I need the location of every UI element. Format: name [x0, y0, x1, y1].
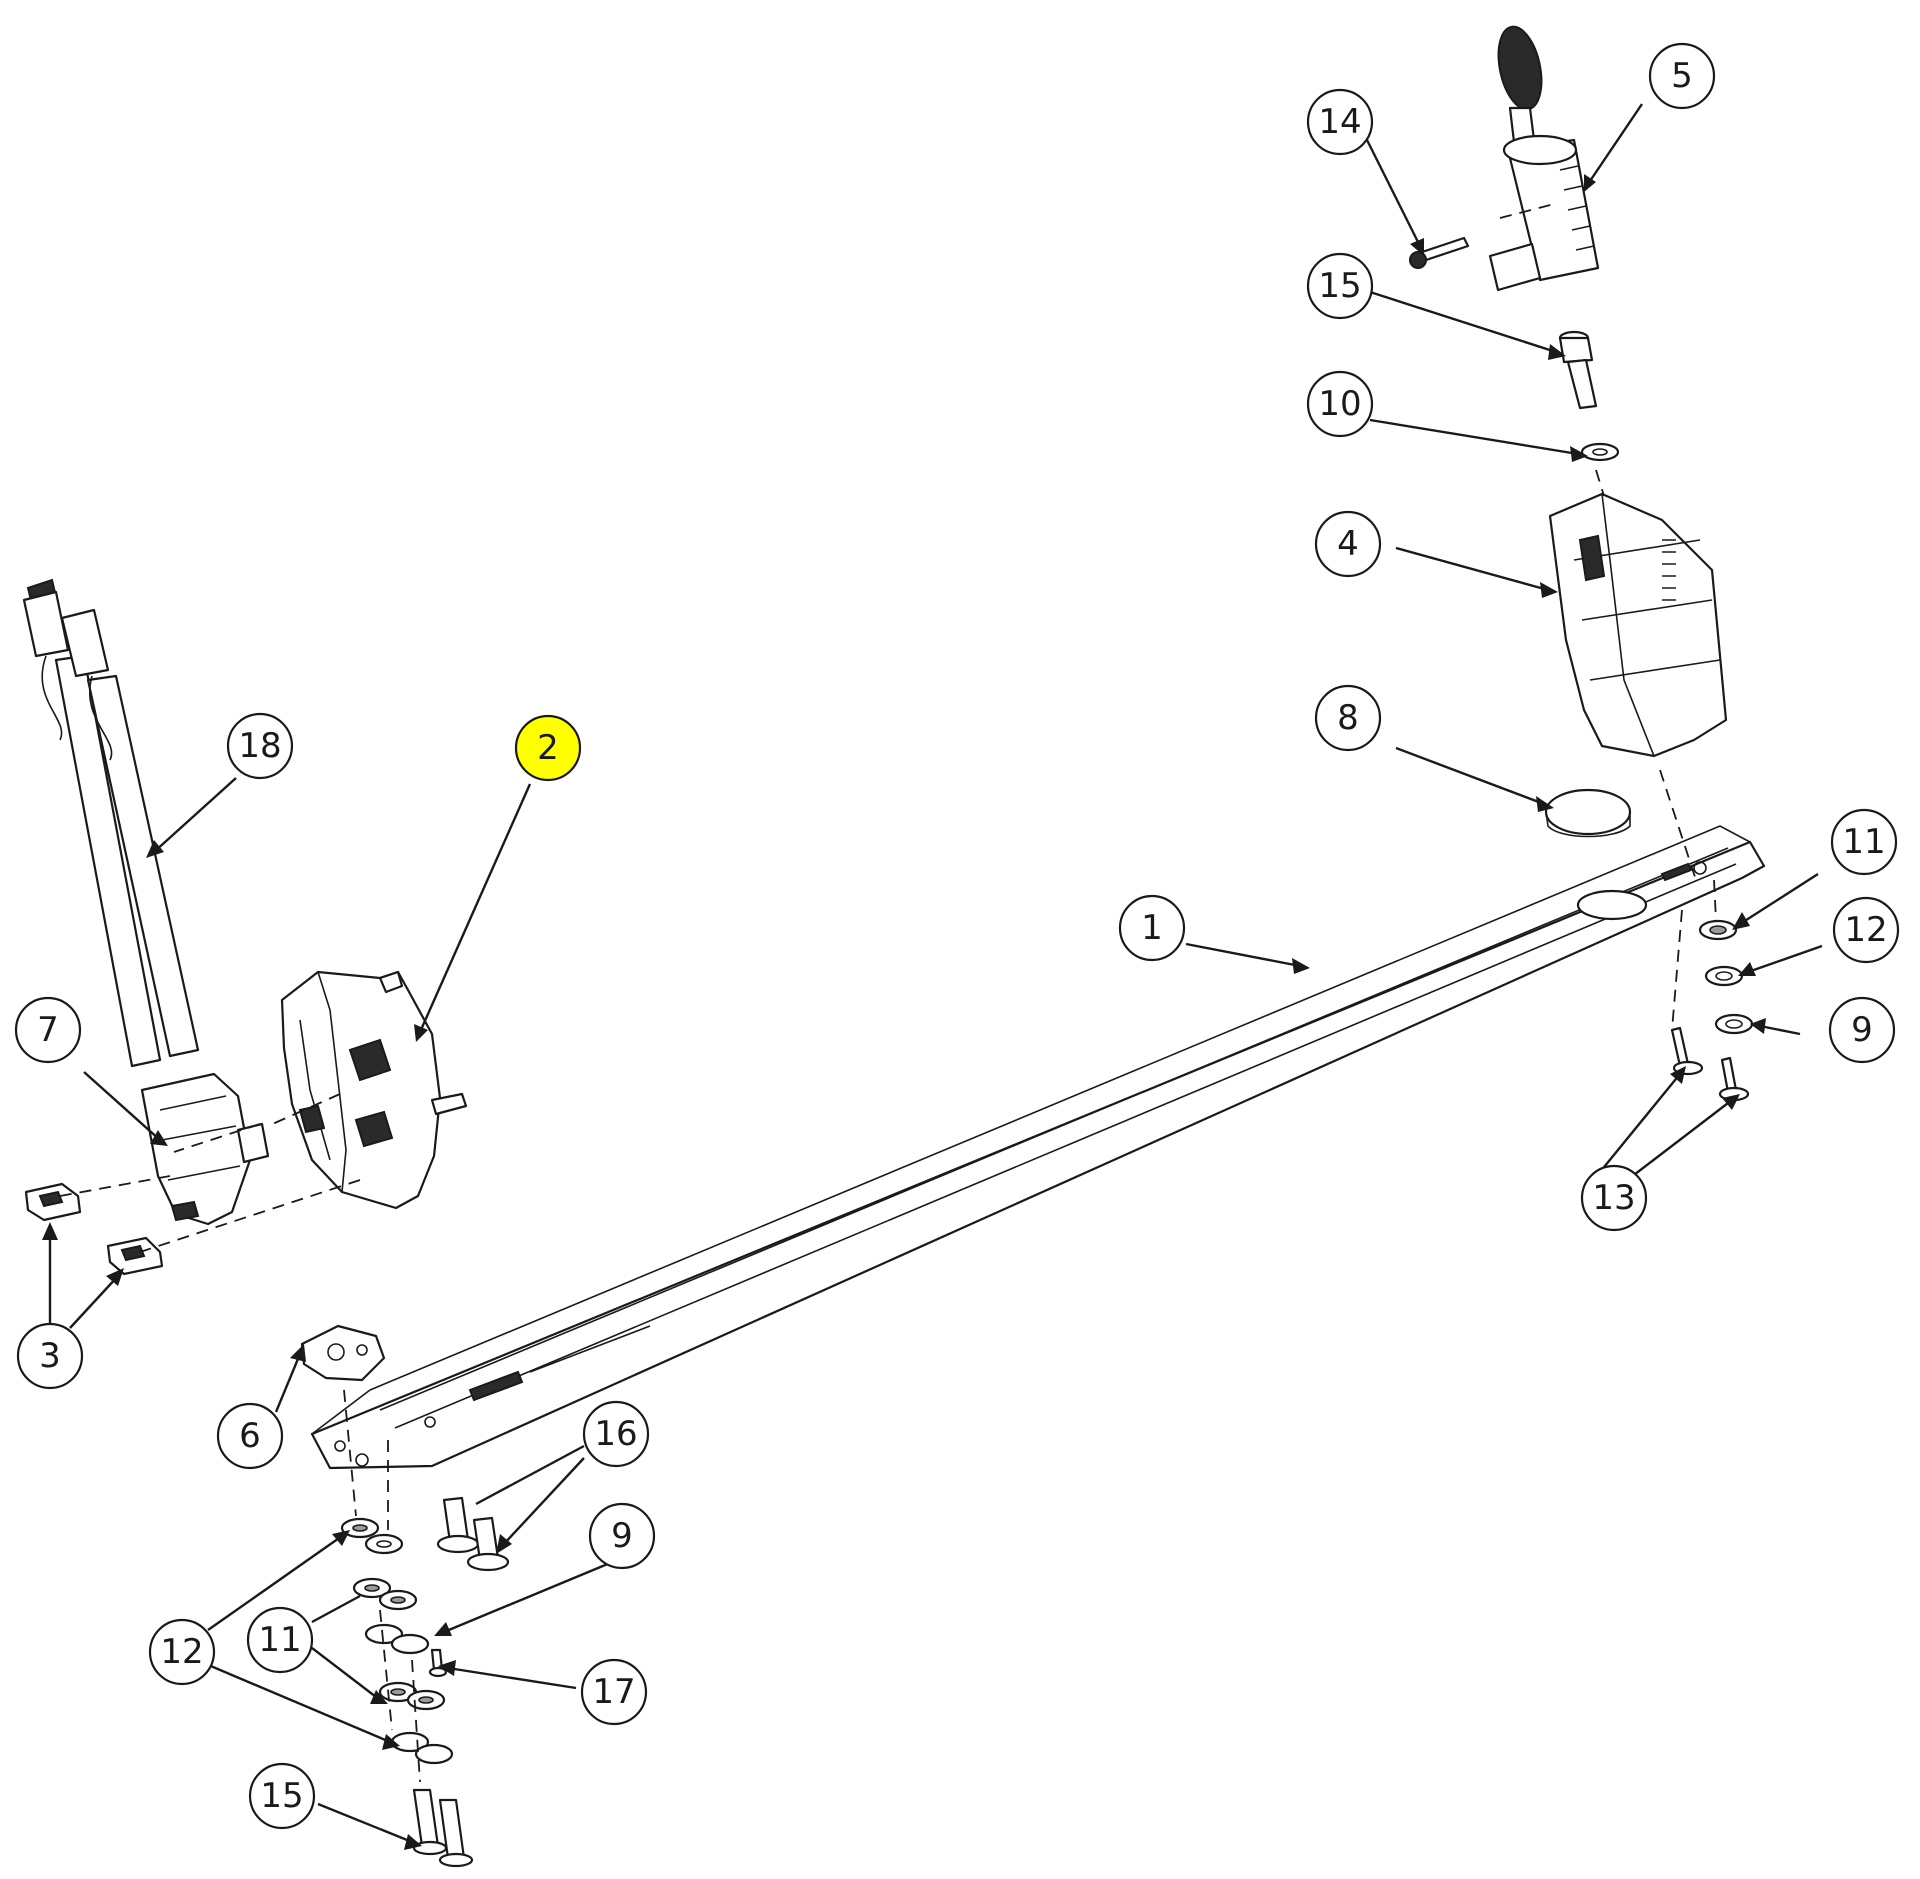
- callout-14: 14: [1306, 88, 1374, 156]
- svg-text:14: 14: [1318, 102, 1361, 142]
- callout-15-top: 15: [1306, 252, 1374, 320]
- svg-text:1: 1: [1141, 908, 1163, 948]
- part-15-bolt-top: [1558, 330, 1598, 410]
- part-2-housing: [280, 970, 468, 1210]
- part-11-washers-bottom: [352, 1577, 446, 1711]
- part-7-connector: [140, 1072, 270, 1226]
- callout-12-right: 12: [1832, 896, 1900, 964]
- callout-9-bottom: 9: [588, 1502, 656, 1570]
- svg-text:9: 9: [1851, 1010, 1873, 1050]
- leader-lines: [42, 103, 1823, 1850]
- callout-2: 2: [514, 714, 582, 782]
- svg-text:17: 17: [592, 1672, 635, 1712]
- svg-text:9: 9: [611, 1516, 633, 1556]
- svg-text:5: 5: [1671, 56, 1693, 96]
- part-18-cable-harness: [22, 578, 200, 1068]
- part-15-bolts-bottom: [412, 1788, 474, 1868]
- callout-bubbles: 1 2 3 4 5 6 7 8: [14, 42, 1900, 1830]
- svg-text:3: 3: [39, 1336, 61, 1376]
- part-8-cap: [1544, 788, 1632, 838]
- part-12-washers-bottom: [340, 1517, 454, 1765]
- callout-1: 1: [1118, 894, 1186, 962]
- svg-text:4: 4: [1337, 524, 1359, 564]
- svg-text:15: 15: [260, 1776, 303, 1816]
- svg-text:12: 12: [160, 1632, 203, 1672]
- callout-10: 10: [1306, 370, 1374, 438]
- callout-18: 18: [226, 712, 294, 780]
- part-14-screw: [1409, 236, 1470, 269]
- part-5-key-cylinder: [1488, 25, 1600, 292]
- svg-text:10: 10: [1318, 384, 1361, 424]
- callout-11-bottom: 11: [246, 1606, 314, 1674]
- callout-15-bottom: 15: [248, 1762, 316, 1830]
- callout-4: 4: [1314, 510, 1382, 578]
- svg-text:18: 18: [238, 726, 281, 766]
- svg-text:13: 13: [1592, 1178, 1635, 1218]
- svg-text:12: 12: [1844, 910, 1887, 950]
- callout-17: 17: [580, 1658, 648, 1726]
- callout-16: 16: [582, 1400, 650, 1468]
- svg-text:7: 7: [37, 1010, 59, 1050]
- part-16-rivets: [436, 1496, 510, 1572]
- part-10-washer: [1580, 442, 1620, 462]
- assembly-axes: [59, 203, 1717, 1783]
- callout-11-right: 11: [1830, 808, 1898, 876]
- part-3-clips: [24, 1182, 164, 1276]
- callout-12-bottom: 12: [148, 1618, 216, 1686]
- svg-text:8: 8: [1337, 698, 1359, 738]
- callout-9-right: 9: [1828, 996, 1896, 1064]
- callout-3: 3: [16, 1322, 84, 1390]
- svg-text:2: 2: [537, 728, 559, 768]
- part-4-lock-mechanism: [1548, 492, 1728, 758]
- part-13-screws: [1670, 1026, 1750, 1102]
- part-9-washer-right: [1714, 1013, 1754, 1035]
- svg-text:16: 16: [594, 1414, 637, 1454]
- part-17-pin: [428, 1648, 448, 1678]
- svg-text:11: 11: [1842, 822, 1885, 862]
- svg-text:11: 11: [258, 1620, 301, 1660]
- callout-5: 5: [1648, 42, 1716, 110]
- callout-13: 13: [1580, 1164, 1648, 1232]
- part-11-washer-right: [1698, 919, 1738, 941]
- part-6-plate: [300, 1324, 386, 1382]
- svg-text:15: 15: [1318, 266, 1361, 306]
- part-12-washer-right: [1704, 965, 1744, 987]
- callout-6: 6: [216, 1402, 284, 1470]
- callout-7: 7: [14, 996, 82, 1064]
- svg-text:6: 6: [239, 1416, 261, 1456]
- part-1-rail: [310, 825, 1766, 1470]
- callout-8: 8: [1314, 684, 1382, 752]
